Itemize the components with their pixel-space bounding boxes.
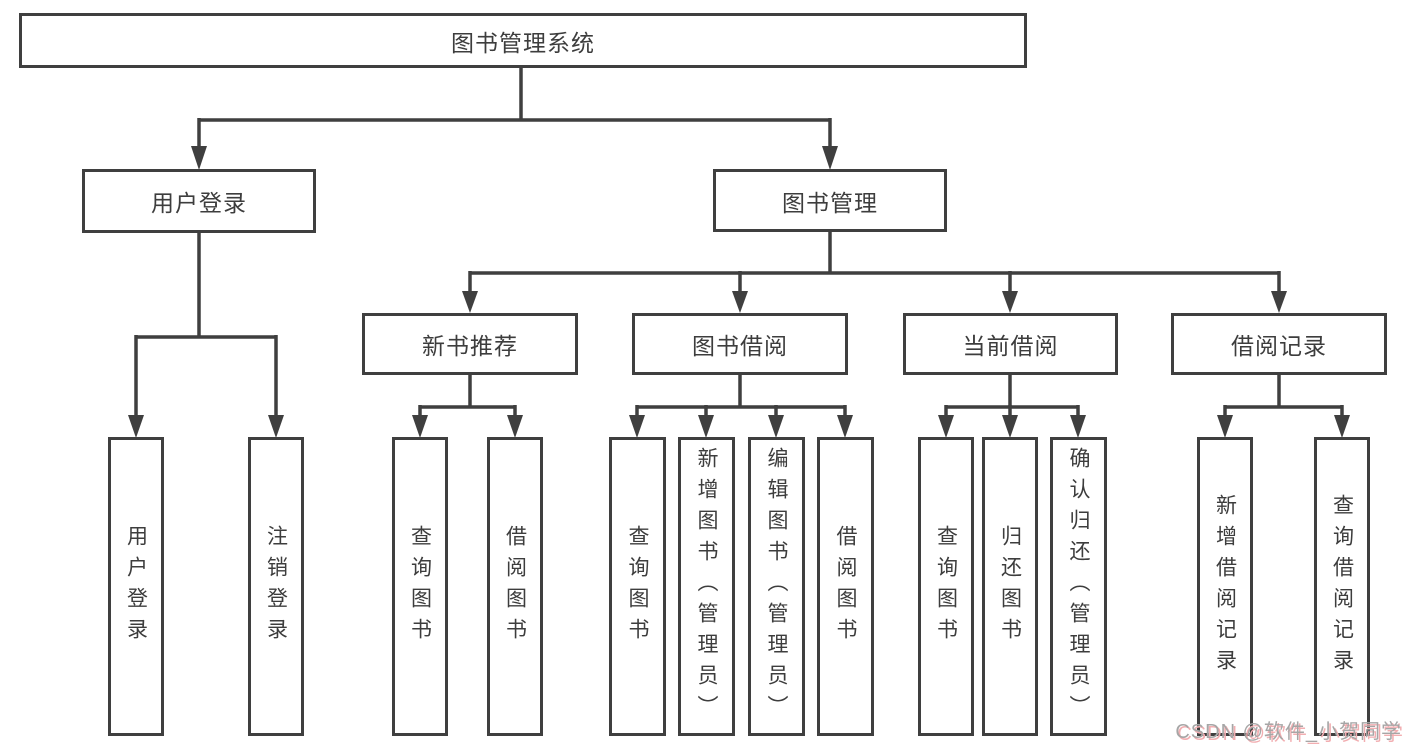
leaf-user-login: 用户登录	[108, 437, 164, 736]
node-new-book-recommendation: 新书推荐	[362, 313, 578, 375]
node-library-system: 图书管理系统	[19, 13, 1027, 68]
leaf-logout: 注销登录	[248, 437, 304, 736]
leaf-query-books-current: 查询图书	[918, 437, 974, 736]
leaf-borrow-books-recommend: 借阅图书	[487, 437, 543, 736]
leaf-add-borrow-record: 新增借阅记录	[1197, 437, 1253, 736]
node-book-borrowing: 图书借阅	[632, 313, 848, 375]
node-borrowing-records: 借阅记录	[1171, 313, 1387, 375]
node-user-login: 用户登录	[82, 169, 316, 233]
leaf-add-book-admin: 新增图书（管理员）	[678, 437, 735, 736]
leaf-edit-book-admin: 编辑图书（管理员）	[748, 437, 805, 736]
leaf-borrow-books-borrowing: 借阅图书	[817, 437, 874, 736]
leaf-return-book: 归还图书	[982, 437, 1038, 736]
leaf-query-books-borrowing: 查询图书	[609, 437, 666, 736]
node-book-management: 图书管理	[713, 169, 947, 232]
leaf-query-books-recommend: 查询图书	[392, 437, 448, 736]
node-current-borrowing: 当前借阅	[903, 313, 1118, 375]
watermark: CSDN @软件_小贺同学	[1175, 721, 1402, 743]
leaf-query-borrow-record: 查询借阅记录	[1314, 437, 1370, 736]
leaf-confirm-return-admin: 确认归还（管理员）	[1050, 437, 1107, 736]
